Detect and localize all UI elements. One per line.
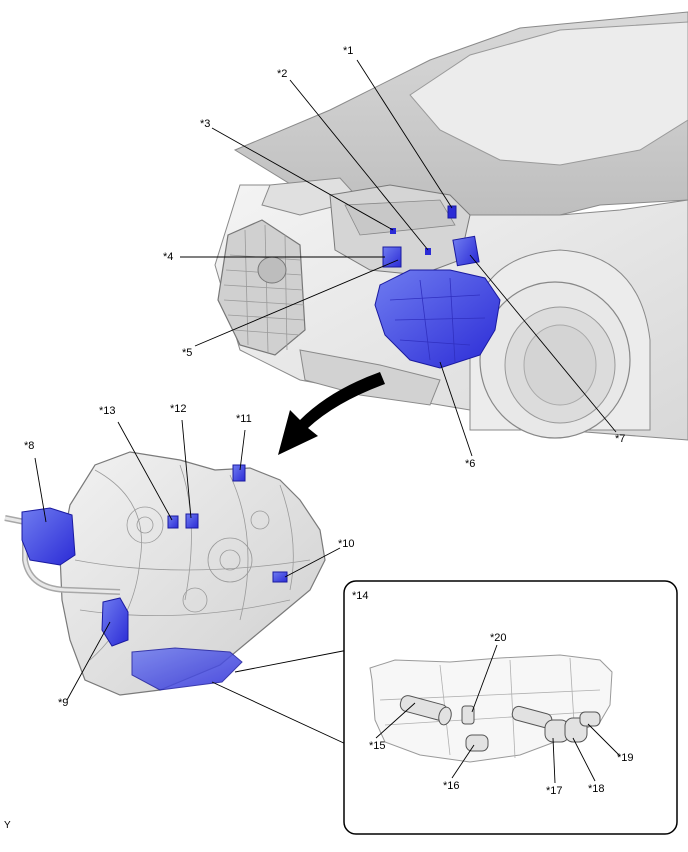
callout-19: *19 <box>617 752 634 764</box>
callout-7: *7 <box>615 433 626 445</box>
corner-letter: Y <box>4 820 11 831</box>
callout-9: *9 <box>58 697 69 709</box>
callout-4: *4 <box>163 251 174 263</box>
callout-15: *15 <box>369 740 386 752</box>
car-leader-lines <box>180 59 617 457</box>
callout-16: *16 <box>443 780 460 792</box>
direction-arrow <box>278 372 385 455</box>
callout-11: *11 <box>236 413 252 425</box>
callout-20: *20 <box>490 632 507 644</box>
detail-leader-lines <box>375 644 621 784</box>
callout-1: *1 <box>343 45 354 57</box>
callout-10: *10 <box>338 538 355 550</box>
callout-3: *3 <box>200 118 211 130</box>
callout-8: *8 <box>24 440 35 452</box>
transaxle-highlighted-parts <box>21 464 288 691</box>
callout-14: *14 <box>352 590 369 602</box>
callout-13: *13 <box>99 405 116 417</box>
callout-17: *17 <box>546 785 563 797</box>
callout-6: *6 <box>465 458 476 470</box>
callout-12: *12 <box>170 403 187 415</box>
callout-2: *2 <box>277 68 288 80</box>
valve-body-detail <box>369 654 613 763</box>
car-highlighted-parts <box>374 205 501 369</box>
transaxle-leader-lines <box>34 419 349 746</box>
callout-18: *18 <box>588 783 605 795</box>
callout-5: *5 <box>182 347 193 359</box>
